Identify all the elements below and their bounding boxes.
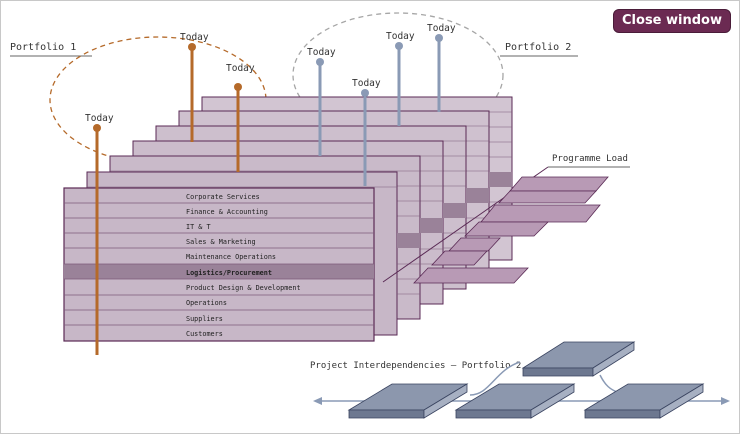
today-marker-label: Today [427,23,456,34]
portfolio-1-markers-back: Today Today [180,32,255,172]
row-label: IT & T [186,223,211,231]
load-block [509,176,609,192]
project-block-side [584,409,661,419]
portfolio-2-label: Portfolio 2 [505,42,571,53]
row-label: Corporate Services [186,193,260,201]
programme-load: Programme Load [382,154,630,284]
project-interdependencies: Project Interdependencies – Portfolio 2 [310,341,730,419]
front-sheet: Corporate Services Finance & Accounting … [63,187,375,342]
row-label: Operations [186,299,227,307]
programme-load-label: Programme Load [552,154,628,164]
row-label: Customers [186,330,223,338]
project-block-edge [423,383,468,419]
project-block-side [522,367,594,377]
row-label: Logistics/Procurement [186,269,272,277]
row-label: Maintenance Operations [186,253,276,261]
load-block [413,267,529,284]
portfolio-1-label: Portfolio 1 [10,42,76,53]
project-block-side [348,409,425,419]
load-block [498,190,597,204]
sheet-highlight-cell [397,233,420,248]
portfolio-2-outline [292,12,504,138]
timeline-right-arrow [721,397,730,405]
today-marker-label: Today [386,31,415,42]
project-block-edge [592,341,635,377]
project-block-edge [659,383,704,419]
load-block [464,221,549,237]
load-block [448,237,501,252]
project-block-side [455,409,532,419]
interdependencies-label: Project Interdependencies – Portfolio 2 [310,361,521,371]
today-marker-dot [435,34,443,42]
close-window-button[interactable]: Close window [613,9,731,33]
today-marker-dot [395,42,403,50]
row-label: Suppliers [186,315,223,323]
today-marker-dot [234,83,242,91]
dependency-link [469,361,521,396]
row-label: Product Design & Development [186,284,301,292]
today-marker-label: Today [307,47,336,58]
today-marker-label: Today [85,113,114,124]
portfolio-1-markers-front: Today [85,113,114,355]
load-block [431,250,488,266]
today-marker-dot [188,43,196,51]
today-marker-label: Today [226,63,255,74]
sheet-highlight-cell [466,188,489,203]
sheet-highlight-cell [443,203,466,218]
row-label: Finance & Accounting [186,208,268,216]
today-marker-label: Today [180,32,209,43]
today-marker-dot [361,89,369,97]
project-block-edge [530,383,575,419]
load-block [480,204,601,223]
sheet-highlight-cell [420,218,443,233]
sheet-highlight-cell [489,172,512,187]
today-marker-dot [316,58,324,66]
today-marker-label: Today [352,78,381,89]
row-label: Sales & Marketing [186,238,256,246]
row-highlight [64,264,374,279]
portfolio-2-markers: Today Today Today Today [307,23,456,186]
today-marker-dot [93,124,101,132]
timeline-left-arrow [313,397,322,405]
